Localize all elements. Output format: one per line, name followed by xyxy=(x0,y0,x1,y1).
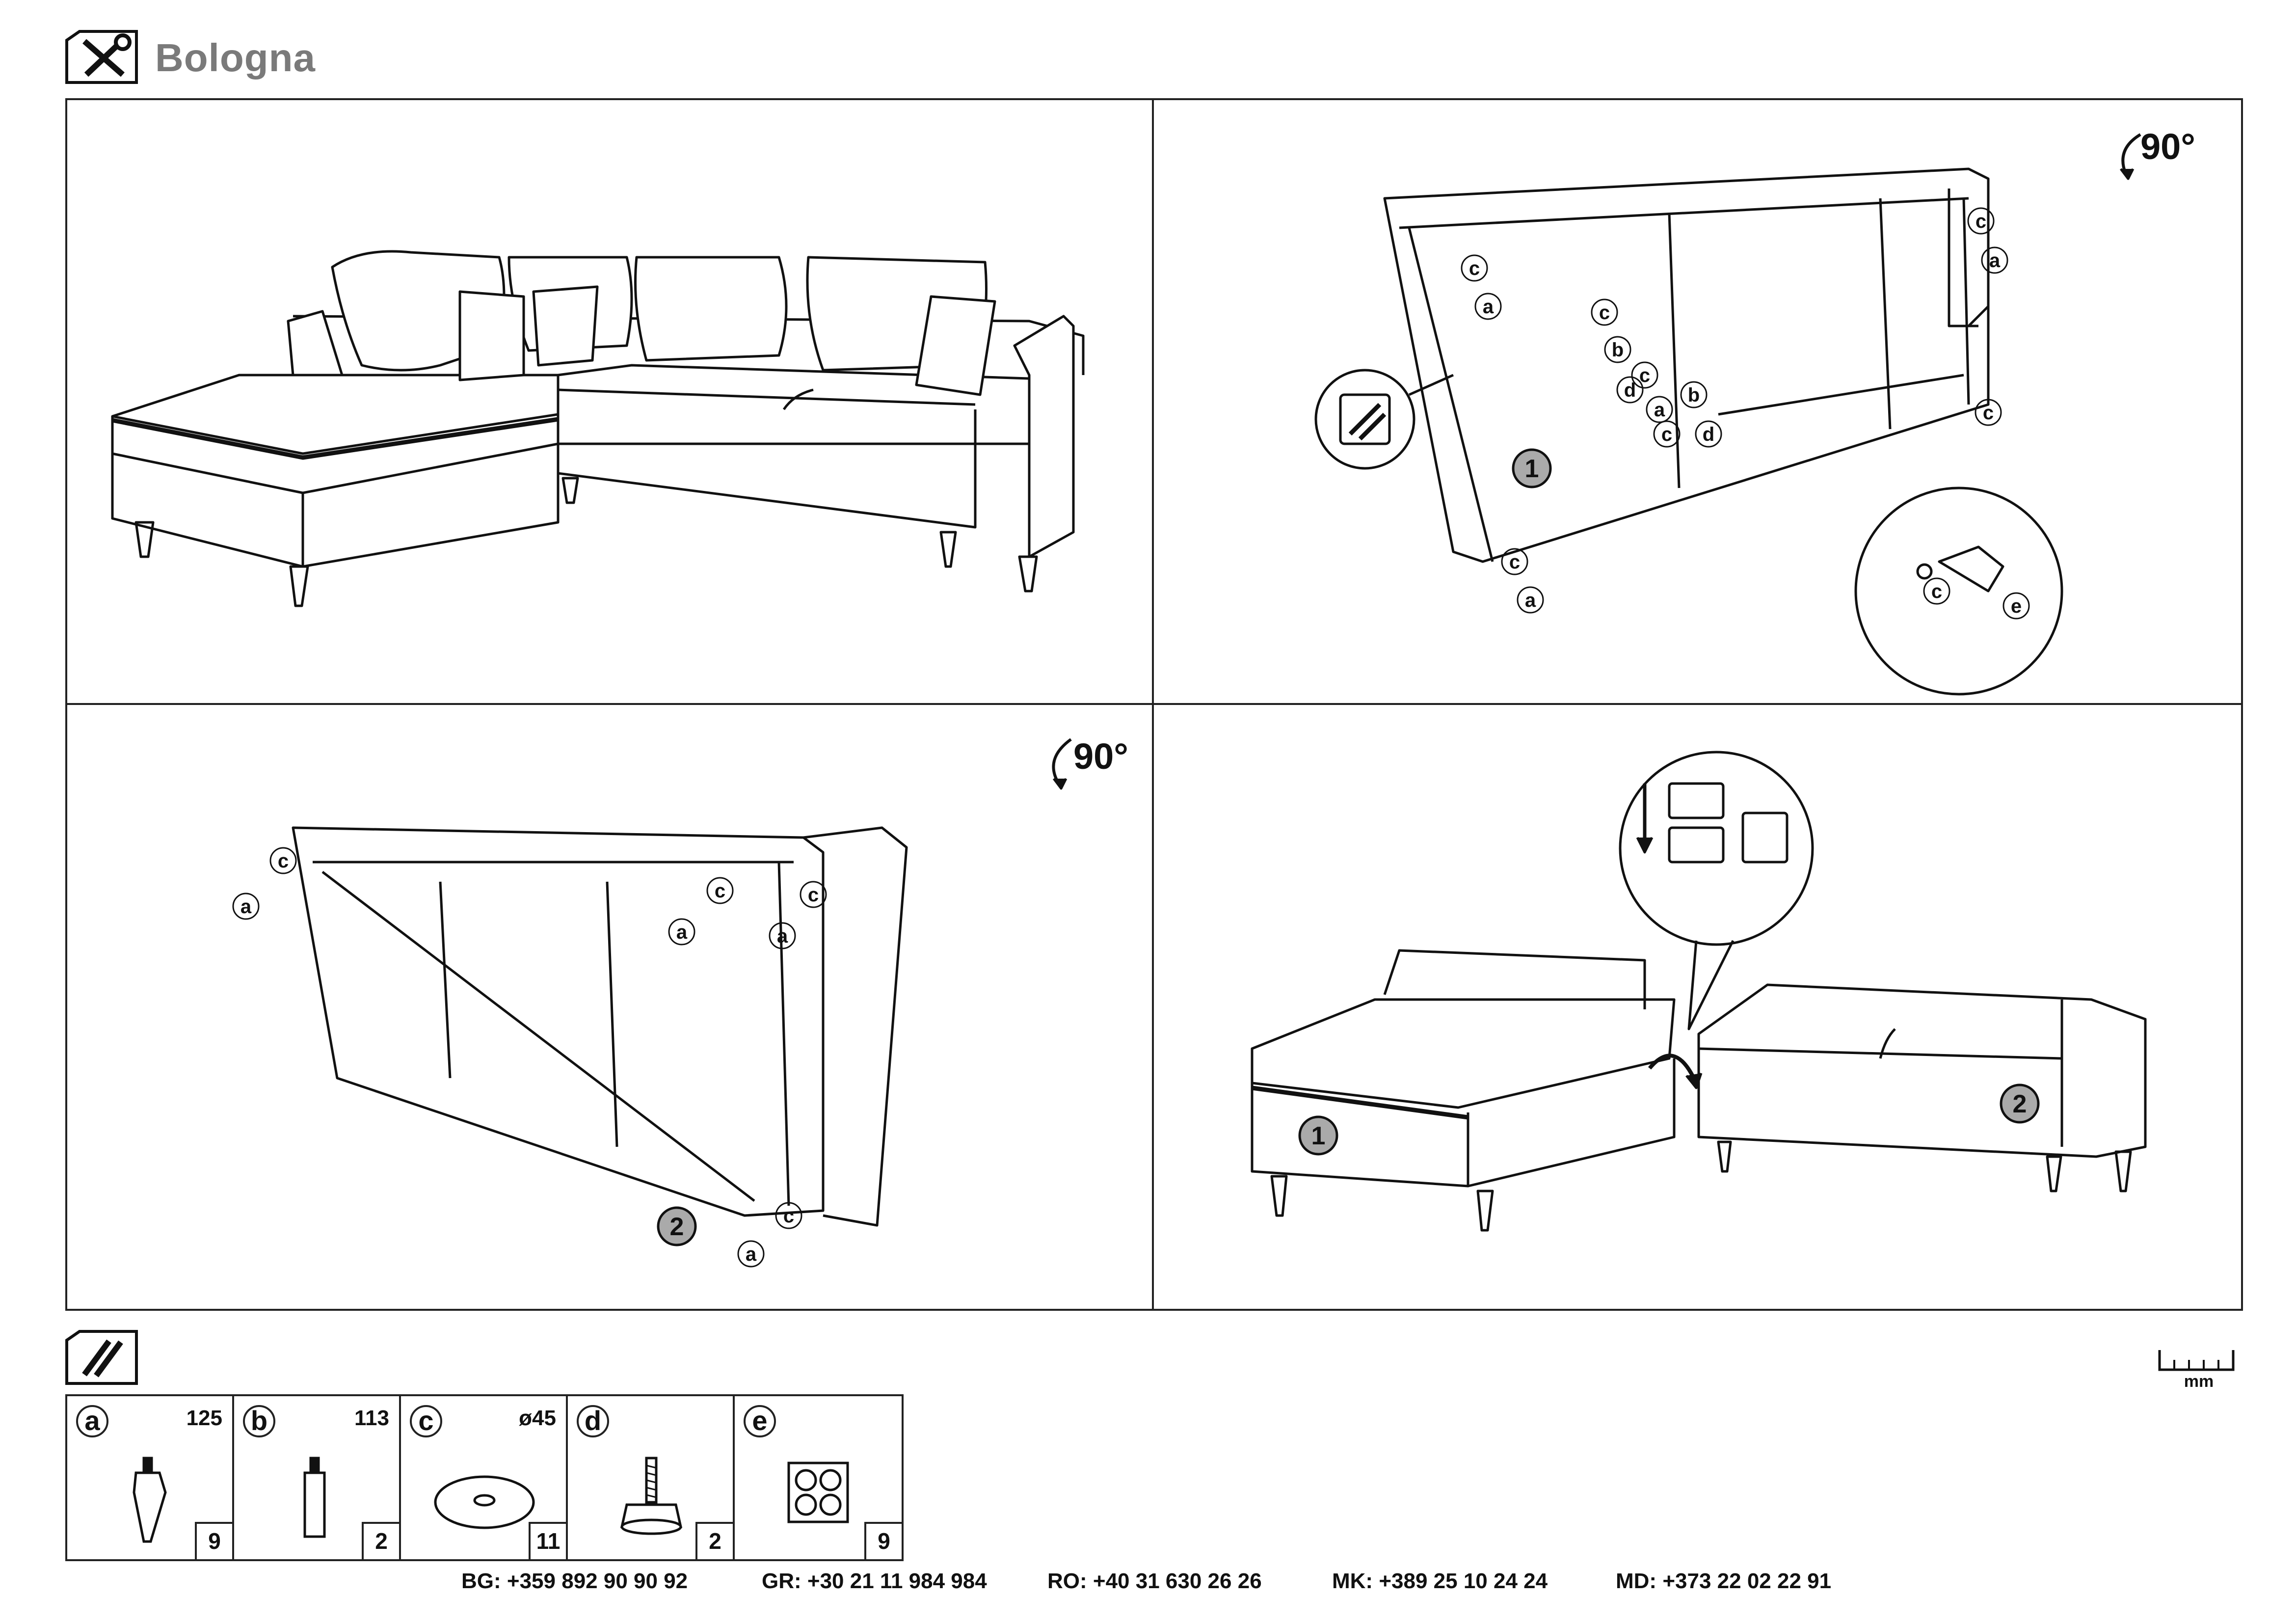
svg-text:a: a xyxy=(240,896,252,918)
frame-divider-horizontal xyxy=(65,703,2243,705)
svg-text:b: b xyxy=(1612,339,1624,361)
washer-icon xyxy=(434,1475,535,1529)
contact-md: MD: +373 22 02 22 91 xyxy=(1616,1569,1832,1593)
part-size: 125 xyxy=(186,1406,222,1430)
leveling-foot-icon xyxy=(620,1457,683,1535)
svg-text:c: c xyxy=(1509,551,1520,573)
svg-text:d: d xyxy=(1703,424,1714,445)
part-c: c ø45 11 xyxy=(401,1396,568,1559)
module-2-label: 2 xyxy=(670,1213,684,1241)
fastener-labels: c a c b d c a c b d c a c a c c e xyxy=(1461,207,2030,620)
parts-list: a 125 9 b 113 2 c ø45 11 d 2 xyxy=(65,1394,904,1561)
module-2-label: 2 xyxy=(2013,1090,2027,1118)
panel-assembled-sofa xyxy=(111,250,1085,607)
contact-bg: BG: +359 892 90 90 92 xyxy=(461,1569,688,1593)
contact-ro: RO: +40 31 630 26 26 xyxy=(1047,1569,1262,1593)
panel-module-1-legs: 90° 1 c a c b d c a c b d c a c a c c e xyxy=(1314,126,2195,696)
part-a: a 125 9 xyxy=(67,1396,234,1559)
rotate-90-label: 90° xyxy=(1073,736,1128,777)
part-b: b 113 2 xyxy=(234,1396,401,1559)
svg-text:a: a xyxy=(1989,250,2001,271)
svg-text:c: c xyxy=(1639,365,1650,386)
part-letter: c xyxy=(410,1405,442,1437)
svg-text:a: a xyxy=(777,925,788,947)
svg-text:a: a xyxy=(1525,590,1536,611)
svg-text:b: b xyxy=(1688,384,1700,406)
panel-join-modules: 1 2 xyxy=(1251,751,2147,1232)
part-letter: a xyxy=(76,1405,108,1437)
page-title: Bologna xyxy=(155,36,316,80)
ruler-icon: mm xyxy=(2158,1350,2235,1389)
svg-text:a: a xyxy=(1654,399,1665,421)
svg-text:a: a xyxy=(676,921,688,943)
part-quantity: 9 xyxy=(864,1522,902,1559)
part-quantity: 2 xyxy=(362,1522,399,1559)
part-quantity: 2 xyxy=(695,1522,733,1559)
svg-text:c: c xyxy=(1976,211,1986,232)
contact-mk: MK: +389 25 10 24 24 xyxy=(1332,1569,1548,1593)
svg-text:c: c xyxy=(715,880,725,902)
tools-icon xyxy=(65,30,138,84)
module-1-label: 1 xyxy=(1525,455,1539,483)
rotate-90-label: 90° xyxy=(2140,126,2195,167)
contact-gr: GR: +30 21 11 984 984 xyxy=(762,1569,987,1593)
svg-text:c: c xyxy=(808,884,819,906)
svg-text:c: c xyxy=(278,850,289,872)
part-d: d 2 xyxy=(568,1396,735,1559)
felt-pad-icon xyxy=(787,1462,849,1523)
svg-text:c: c xyxy=(1469,258,1480,279)
straight-leg-icon xyxy=(303,1457,326,1538)
part-quantity: 11 xyxy=(529,1522,566,1559)
part-letter: d xyxy=(577,1405,609,1437)
part-letter: e xyxy=(744,1405,776,1437)
part-size: ø45 xyxy=(519,1406,556,1430)
panel-module-2-legs: 90° 2 c a c a c a c a xyxy=(232,736,1128,1268)
part-quantity: 9 xyxy=(195,1522,232,1559)
ruler-unit: mm xyxy=(2184,1372,2214,1389)
part-e: e 9 xyxy=(735,1396,902,1559)
svg-text:e: e xyxy=(2011,595,2022,617)
hardware-icon xyxy=(65,1330,138,1385)
module-1-label: 1 xyxy=(1311,1122,1326,1150)
fastener-labels: c a c a c a c a xyxy=(232,847,827,1268)
svg-text:c: c xyxy=(1931,581,1942,602)
svg-text:c: c xyxy=(1599,302,1610,324)
svg-text:c: c xyxy=(1983,402,1994,424)
svg-text:c: c xyxy=(1661,424,1672,445)
part-size: 113 xyxy=(354,1406,389,1430)
svg-text:c: c xyxy=(783,1205,794,1227)
svg-text:a: a xyxy=(1483,296,1494,318)
tapered-leg-icon xyxy=(133,1457,167,1543)
contact-list: BG: +359 892 90 90 92 GR: +30 21 11 984 … xyxy=(461,1569,1934,1598)
svg-text:a: a xyxy=(746,1244,757,1265)
part-letter: b xyxy=(243,1405,275,1437)
